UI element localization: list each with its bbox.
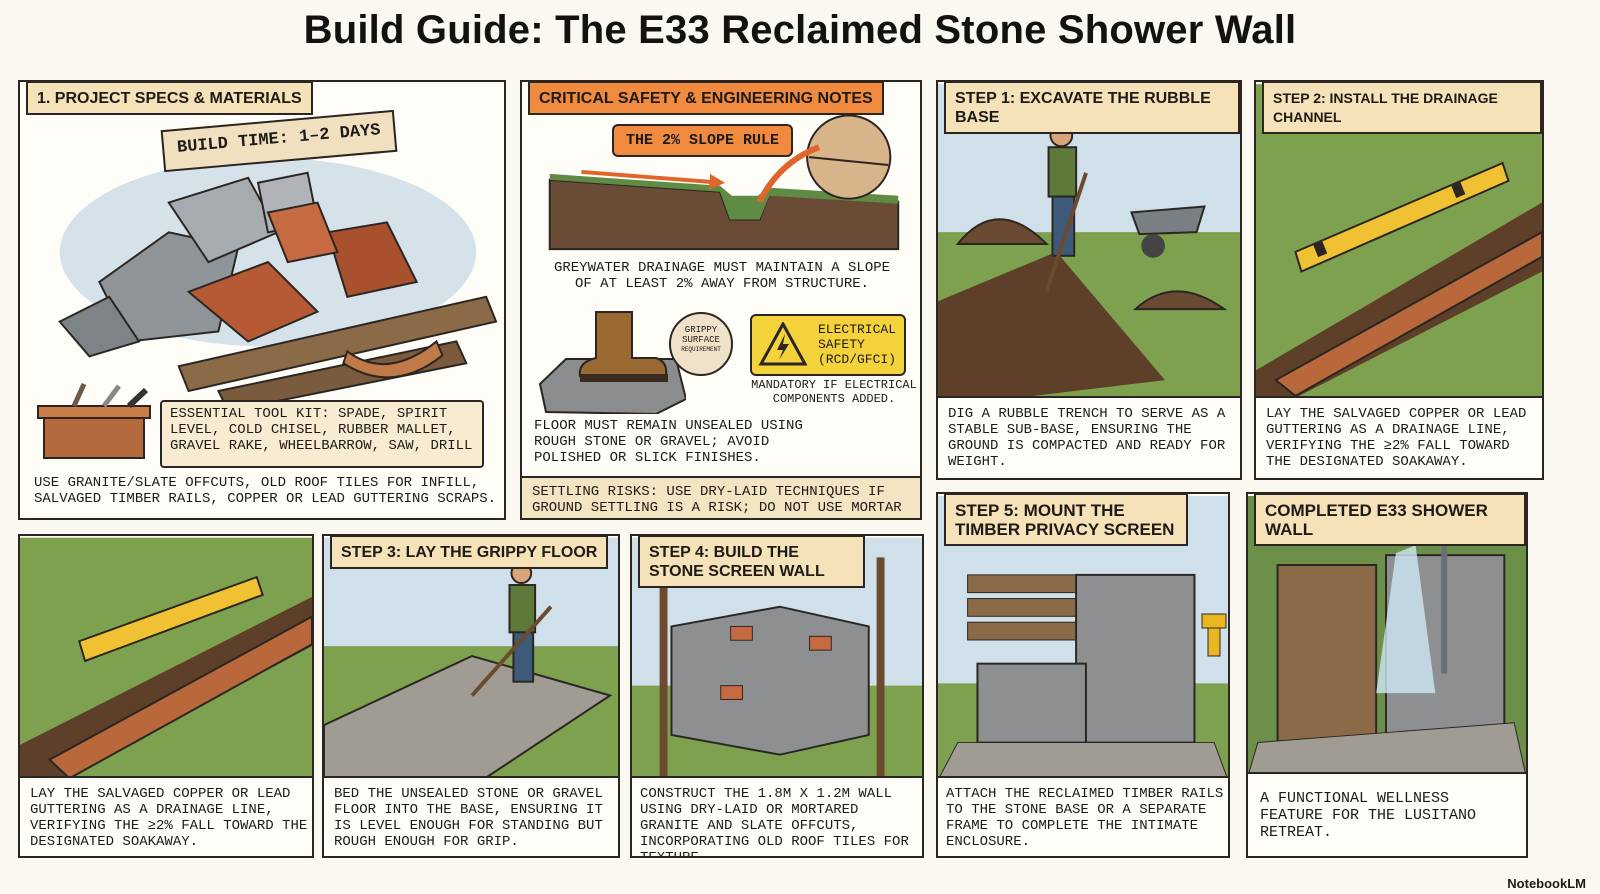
- step-1-text: DIG A RUBBLE TRENCH TO SERVE AS A STABLE…: [948, 406, 1226, 470]
- panel-label-step-2: STEP 2: INSTALL THE DRAINAGE CHANNEL: [1262, 82, 1542, 134]
- panel-label-safety: CRITICAL SAFETY & ENGINEERING NOTES: [528, 82, 884, 115]
- settling-box: SETTLING RISKS: USE DRY-LAID TECHNIQUES …: [522, 476, 920, 518]
- step-5-text: ATTACH THE RECLAIMED TIMBER RAILS TO THE…: [946, 786, 1224, 850]
- drainage-illustration-2: [20, 536, 312, 782]
- settling-text: SETTLING RISKS: USE DRY-LAID TECHNIQUES …: [532, 484, 902, 518]
- completed-caption-box: A FUNCTIONAL WELLNESS FEATURE FOR THE LU…: [1248, 772, 1526, 856]
- step-1-caption-box: DIG A RUBBLE TRENCH TO SERVE AS A STABLE…: [938, 396, 1240, 478]
- materials-text: USE GRANITE/SLATE OFFCUTS, OLD ROOF TILE…: [34, 475, 497, 507]
- toolkit-text: ESSENTIAL TOOL KIT: SPADE, SPIRIT LEVEL,…: [170, 406, 473, 454]
- slope-illustration: [522, 82, 920, 252]
- panel-step-2: STEP 2: INSTALL THE DRAINAGE CHANNEL LAY…: [1254, 80, 1544, 480]
- toolbox-icon: [34, 382, 164, 462]
- panel-label-step-3: STEP 3: LAY THE GRIPPY FLOOR: [330, 536, 609, 569]
- step-3-text: BED THE UNSEALED STONE OR GRAVEL FLOOR I…: [334, 786, 603, 850]
- grippy-floor-illustration: [324, 536, 618, 782]
- boot-icon: [536, 304, 688, 416]
- step-3-caption-box: BED THE UNSEALED STONE OR GRAVEL FLOOR I…: [324, 776, 618, 856]
- step-4-caption-box: CONSTRUCT THE 1.8M x 1.2M WALL USING DRY…: [632, 776, 922, 856]
- panel-safety-notes: CRITICAL SAFETY & ENGINEERING NOTES THE …: [520, 80, 922, 520]
- floor-text: FLOOR MUST REMAIN UNSEALED USING ROUGH S…: [534, 418, 803, 466]
- panel-step-2-repeat: LAY THE SALVAGED COPPER OR LEAD GUTTERIN…: [18, 534, 314, 858]
- materials-illustration: [20, 82, 504, 462]
- grippy-line-3: REQUIREMENT: [681, 346, 721, 353]
- grippy-line-2: SURFACE: [682, 335, 720, 345]
- grippy-line-1: GRIPPY: [684, 325, 718, 335]
- panel-step-4: STEP 4: BUILD THE STONE SCREEN WALL CONS…: [630, 534, 924, 858]
- drill-icon: [1200, 612, 1228, 663]
- slope-rule-badge: THE 2% SLOPE RULE: [612, 124, 794, 157]
- slope-rule-text: GREYWATER DRAINAGE MUST MAINTAIN A SLOPE…: [553, 260, 891, 292]
- panel-project-specs: 1. PROJECT SPECS & MATERIALS BUILD TIME:…: [18, 80, 506, 520]
- panel-completed: COMPLETED E33 SHOWER WALL A FUNCTIONAL W…: [1246, 492, 1528, 858]
- panel-label-step-5: STEP 5: MOUNT THE TIMBER PRIVACY SCREEN: [944, 494, 1188, 546]
- panel-label-completed: COMPLETED E33 SHOWER WALL: [1254, 494, 1526, 546]
- step-2-caption-box: LAY THE SALVAGED COPPER OR LEAD GUTTERIN…: [1256, 396, 1542, 478]
- completed-text: A FUNCTIONAL WELLNESS FEATURE FOR THE LU…: [1260, 790, 1477, 841]
- panel-label-step-4: STEP 4: BUILD THE STONE SCREEN WALL: [638, 536, 865, 588]
- toolkit-box: [160, 400, 484, 468]
- panel-label-specs: 1. PROJECT SPECS & MATERIALS: [26, 82, 313, 115]
- excavation-illustration: [938, 82, 1240, 400]
- step-2b-text: LAY THE SALVAGED COPPER OR LEAD GUTTERIN…: [30, 786, 308, 850]
- panel-step-5: STEP 5: MOUNT THE TIMBER PRIVACY SCREEN …: [936, 492, 1230, 858]
- step-2b-caption-box: LAY THE SALVAGED COPPER OR LEAD GUTTERIN…: [20, 776, 312, 856]
- panel-step-1: STEP 1: EXCAVATE THE RUBBLE BASE DIG A R…: [936, 80, 1242, 480]
- page-title: Build Guide: The E33 Reclaimed Stone Sho…: [303, 8, 1297, 52]
- step-5-caption-box: ATTACH THE RECLAIMED TIMBER RAILS TO THE…: [938, 776, 1228, 856]
- step-4-text: CONSTRUCT THE 1.8M x 1.2M WALL USING DRY…: [640, 786, 909, 858]
- panel-step-3: STEP 3: LAY THE GRIPPY FLOOR BED THE UNS…: [322, 534, 620, 858]
- panel-label-step-1: STEP 1: EXCAVATE THE RUBBLE BASE: [944, 82, 1240, 134]
- warning-icon: [758, 320, 808, 371]
- drainage-illustration: [1256, 82, 1542, 400]
- step-2-text: LAY THE SALVAGED COPPER OR LEAD GUTTERIN…: [1266, 406, 1527, 470]
- electrical-safety-label: ELECTRICAL SAFETY (RCD/GFCI): [818, 322, 897, 367]
- electrical-safety-text: MANDATORY IF ELECTRICAL COMPONENTS ADDED…: [751, 378, 917, 406]
- notebooklm-logo: NotebookLM: [1507, 876, 1586, 891]
- electrical-safety-badge: ELECTRICAL SAFETY (RCD/GFCI): [750, 314, 906, 376]
- grippy-surface-badge: GRIPPY SURFACE REQUIREMENT: [669, 312, 733, 376]
